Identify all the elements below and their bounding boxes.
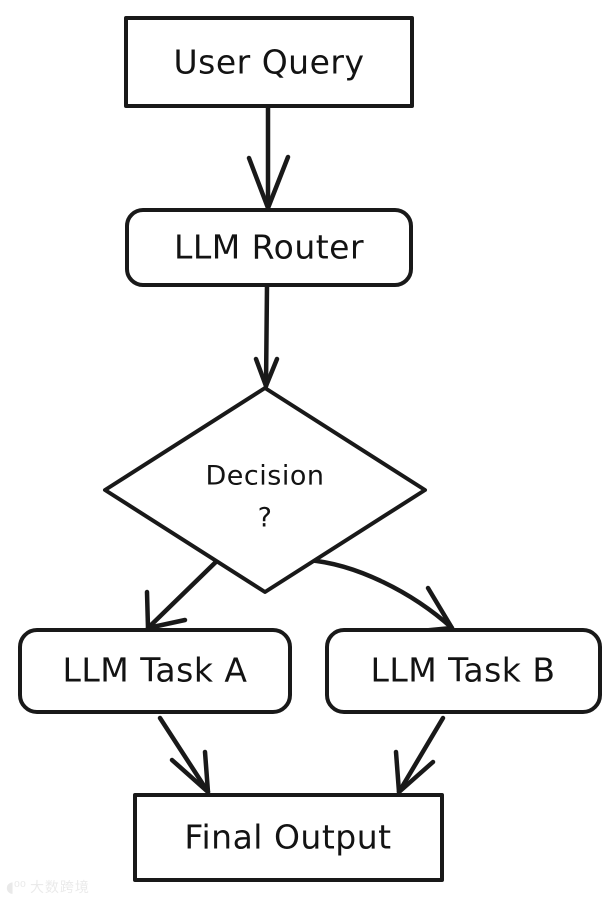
final-output-box[interactable] (133, 793, 444, 882)
node-user-query[interactable]: User Query (124, 16, 414, 108)
llm-task-b-box[interactable] (325, 628, 602, 714)
node-llm-task-a[interactable]: LLM Task A (18, 628, 292, 714)
llm-router-label: LLM Router (174, 228, 364, 267)
decision-diamond[interactable] (103, 386, 427, 594)
edge-decision-to-llm-task-b (305, 557, 455, 635)
node-final-output[interactable]: Final Output (133, 793, 444, 882)
edge-llm-task-a-to-final-output (157, 715, 211, 795)
node-decision[interactable]: Decision ? (103, 386, 427, 594)
edge-decision-to-llm-task-a (144, 553, 225, 631)
llm-task-a-label: LLM Task A (62, 651, 247, 690)
final-output-label: Final Output (184, 818, 391, 857)
node-llm-router[interactable]: LLM Router (125, 208, 413, 287)
node-llm-task-b[interactable]: LLM Task B (325, 628, 602, 714)
llm-task-a-box[interactable] (18, 628, 292, 714)
user-query-label: User Query (174, 43, 365, 82)
decision-label-line2: ? (258, 503, 273, 534)
edge-user-query-to-llm-router (246, 103, 291, 211)
edge-llm-task-b-to-final-output (393, 715, 446, 795)
llm-task-b-label: LLM Task B (370, 651, 555, 690)
user-query-box[interactable] (124, 16, 414, 108)
llm-router-box[interactable] (125, 208, 413, 287)
decision-label: Decision (206, 461, 325, 492)
edge-llm-router-to-decision (253, 282, 280, 389)
